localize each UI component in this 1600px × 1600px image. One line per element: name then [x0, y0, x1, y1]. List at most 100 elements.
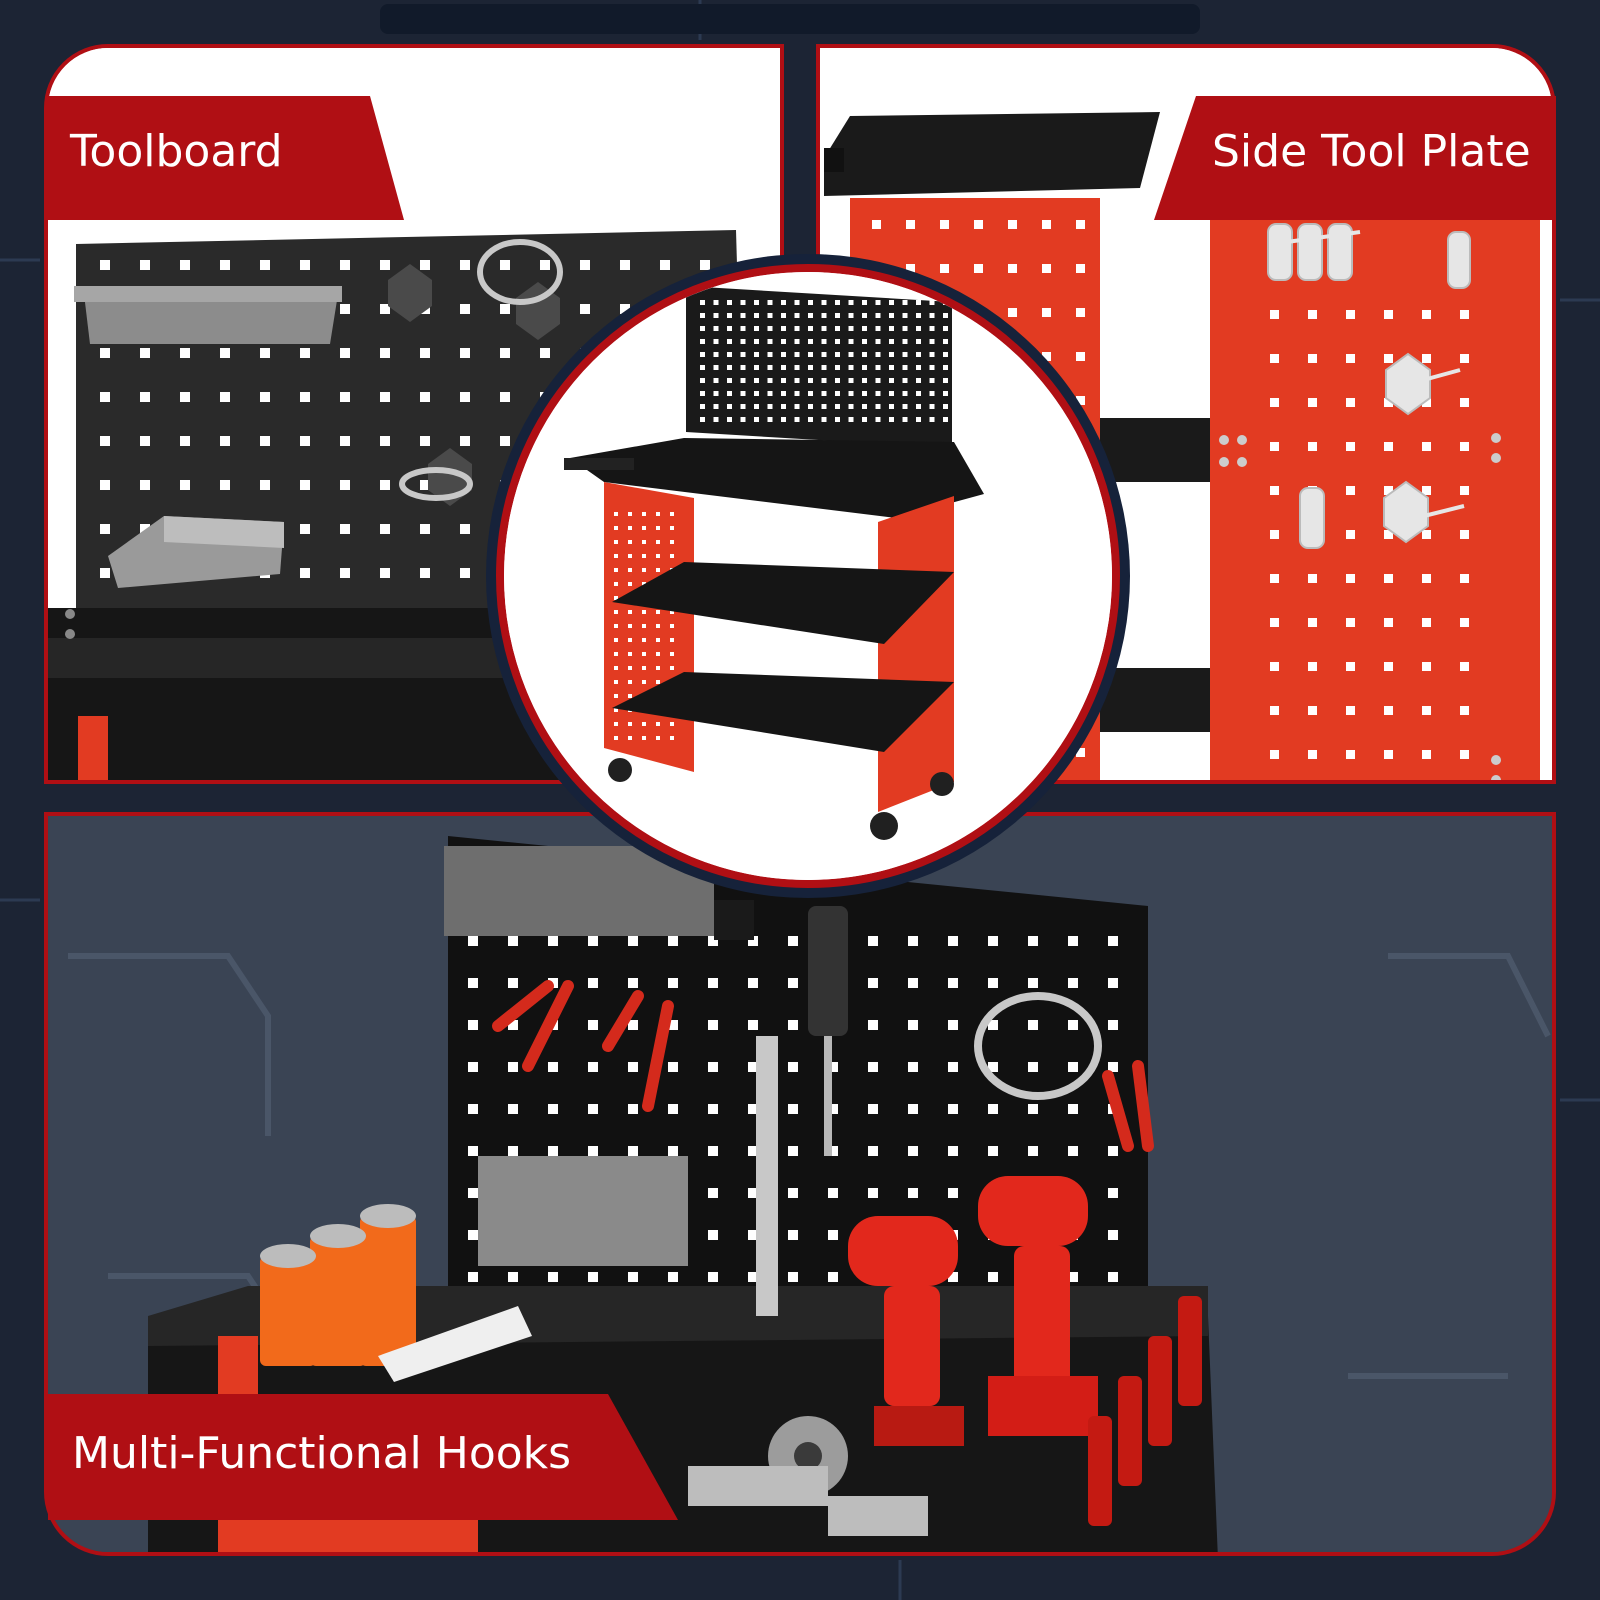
pegboard-hole	[100, 524, 110, 534]
pegboard-hole	[988, 936, 998, 946]
multi-functional-hooks-label-text: Multi-Functional Hooks	[72, 1428, 572, 1479]
pegboard-hole	[781, 326, 786, 331]
pegboard-hole	[656, 736, 660, 740]
pegboard-hole	[668, 936, 678, 946]
pegboard-hole	[1346, 354, 1355, 363]
pegboard-hole	[943, 300, 948, 305]
pegboard-hole	[767, 326, 773, 331]
pegboard-hole	[848, 365, 854, 370]
pegboard-hole	[468, 1188, 478, 1198]
pegboard-hole	[708, 1188, 718, 1198]
pegboard-hole	[300, 392, 310, 402]
pegboard-hole	[889, 352, 894, 357]
pegboard-hole	[1422, 530, 1431, 539]
pegboard-hole	[713, 352, 719, 357]
pegboard-hole	[670, 540, 674, 544]
pegboard-hole	[588, 978, 598, 988]
pegboard-hole	[660, 260, 670, 270]
pegboard-hole	[727, 326, 732, 331]
pegboard-hole	[781, 404, 786, 409]
pegboard-hole	[1068, 1146, 1078, 1156]
pegboard-hole	[1422, 354, 1431, 363]
pegboard-hole	[929, 300, 935, 305]
pegboard-hole	[808, 378, 813, 383]
pegboard-hole	[808, 300, 813, 305]
pegboard-hole	[668, 1146, 678, 1156]
pegboard-hole	[862, 339, 867, 344]
pegboard-hole	[767, 417, 773, 422]
pegboard-hole	[781, 300, 786, 305]
pegboard-hole	[943, 339, 948, 344]
pegboard-hole	[1108, 978, 1118, 988]
pegboard-hole	[848, 404, 854, 409]
pegboard-hole	[848, 313, 854, 318]
toolboard-label-text: Toolboard	[70, 126, 283, 177]
pegboard-hole	[821, 365, 827, 370]
pegboard-hole	[916, 365, 921, 370]
pegboard-hole	[713, 300, 719, 305]
pegboard-hole	[628, 624, 632, 628]
pegboard-hole	[875, 339, 881, 344]
pegboard-hole	[614, 708, 618, 712]
pegboard-hole	[740, 352, 746, 357]
pegboard-hole	[948, 936, 958, 946]
pegboard-hole	[380, 304, 390, 314]
pegboard-hole	[848, 326, 854, 331]
pegboard-hole	[1270, 310, 1279, 319]
pegboard-hole	[420, 348, 430, 358]
pegboard-hole	[929, 378, 935, 383]
pegboard-hole	[548, 1146, 558, 1156]
pegboard-hole	[889, 339, 894, 344]
pegboard-hole	[628, 638, 632, 642]
pegboard-hole	[1422, 574, 1431, 583]
pegboard-hole	[794, 391, 800, 396]
pegboard-hole	[988, 1020, 998, 1030]
pegboard-hole	[1422, 706, 1431, 715]
pegboard-hole	[1308, 574, 1317, 583]
pegboard-hole	[848, 339, 854, 344]
pegboard-hole	[100, 260, 110, 270]
pegboard-hole	[614, 540, 618, 544]
pegboard-hole	[781, 365, 786, 370]
pegboard-hole	[1384, 750, 1393, 759]
pegboard-hole	[628, 736, 632, 740]
pegboard-hole	[300, 524, 310, 534]
pegboard-hole	[740, 339, 746, 344]
pegboard-hole	[713, 417, 719, 422]
pegboard-hole	[588, 1272, 598, 1282]
pegboard-hole	[1270, 398, 1279, 407]
pegboard-hole	[1270, 530, 1279, 539]
pegboard-hole	[614, 526, 618, 530]
pegboard-hole	[862, 313, 867, 318]
pegboard-hole	[708, 1230, 718, 1240]
pegboard-hole	[929, 365, 935, 370]
pegboard-hole	[748, 1104, 758, 1114]
pegboard-hole	[340, 436, 350, 446]
pegboard-hole	[700, 339, 705, 344]
pegboard-hole	[300, 260, 310, 270]
pegboard-hole	[929, 352, 935, 357]
pegboard-hole	[1076, 264, 1085, 273]
pegboard-hole	[1068, 1272, 1078, 1282]
pegboard-hole	[628, 694, 632, 698]
pegboard-hole	[740, 417, 746, 422]
pegboard-hole	[948, 1146, 958, 1156]
pegboard-hole	[808, 391, 813, 396]
pegboard-hole	[642, 512, 646, 516]
pegboard-hole	[748, 1272, 758, 1282]
pegboard-hole	[468, 1230, 478, 1240]
pegboard-hole	[1068, 1104, 1078, 1114]
pegboard-hole	[943, 326, 948, 331]
pegboard-hole	[656, 666, 660, 670]
pegboard-hole	[794, 378, 800, 383]
pegboard-hole	[380, 436, 390, 446]
pegboard-hole	[940, 220, 949, 229]
pegboard-hole	[889, 326, 894, 331]
pegboard-hole	[548, 1062, 558, 1072]
pegboard-hole	[808, 326, 813, 331]
pegboard-hole	[642, 638, 646, 642]
pegboard-hole	[748, 1188, 758, 1198]
pegboard-hole	[916, 391, 921, 396]
pegboard-hole	[668, 978, 678, 988]
pegboard-hole	[642, 680, 646, 684]
